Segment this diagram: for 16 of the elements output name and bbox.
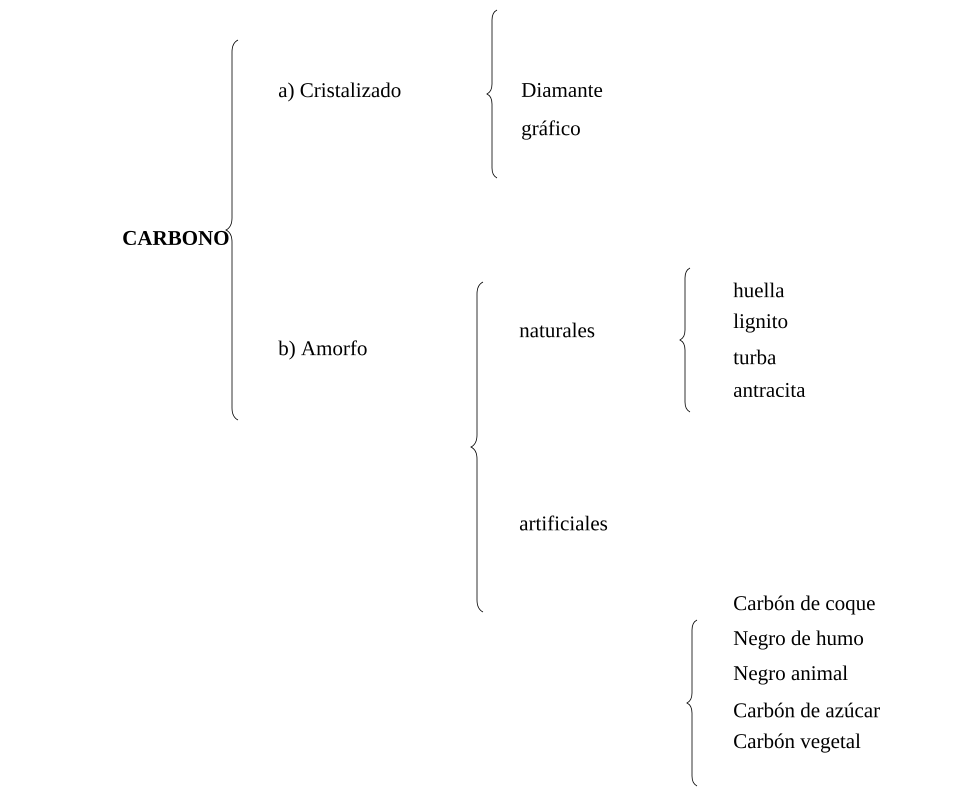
text-label: Diamante (522, 82, 602, 98)
text-label: Negro de humo (734, 630, 864, 650)
text-label: Carbón de azúcar (734, 702, 880, 718)
text-label: lignito (734, 313, 788, 333)
text-label: turba (733, 350, 776, 364)
text-label: a) Cristalizado (278, 82, 400, 102)
text-label: Negro animal (734, 665, 848, 685)
text-label: Carbón vegetal (734, 733, 860, 753)
text-label: b) Amorfo (278, 340, 367, 360)
text-label: antracita (734, 382, 806, 398)
text-label: naturales (520, 322, 594, 338)
text-label: CARBONO (123, 230, 228, 246)
text-label: gráfico (522, 120, 580, 140)
text-label: huella (733, 282, 784, 298)
text-label: Carbón de coque (734, 595, 875, 615)
text-label: artificiales (520, 516, 608, 530)
